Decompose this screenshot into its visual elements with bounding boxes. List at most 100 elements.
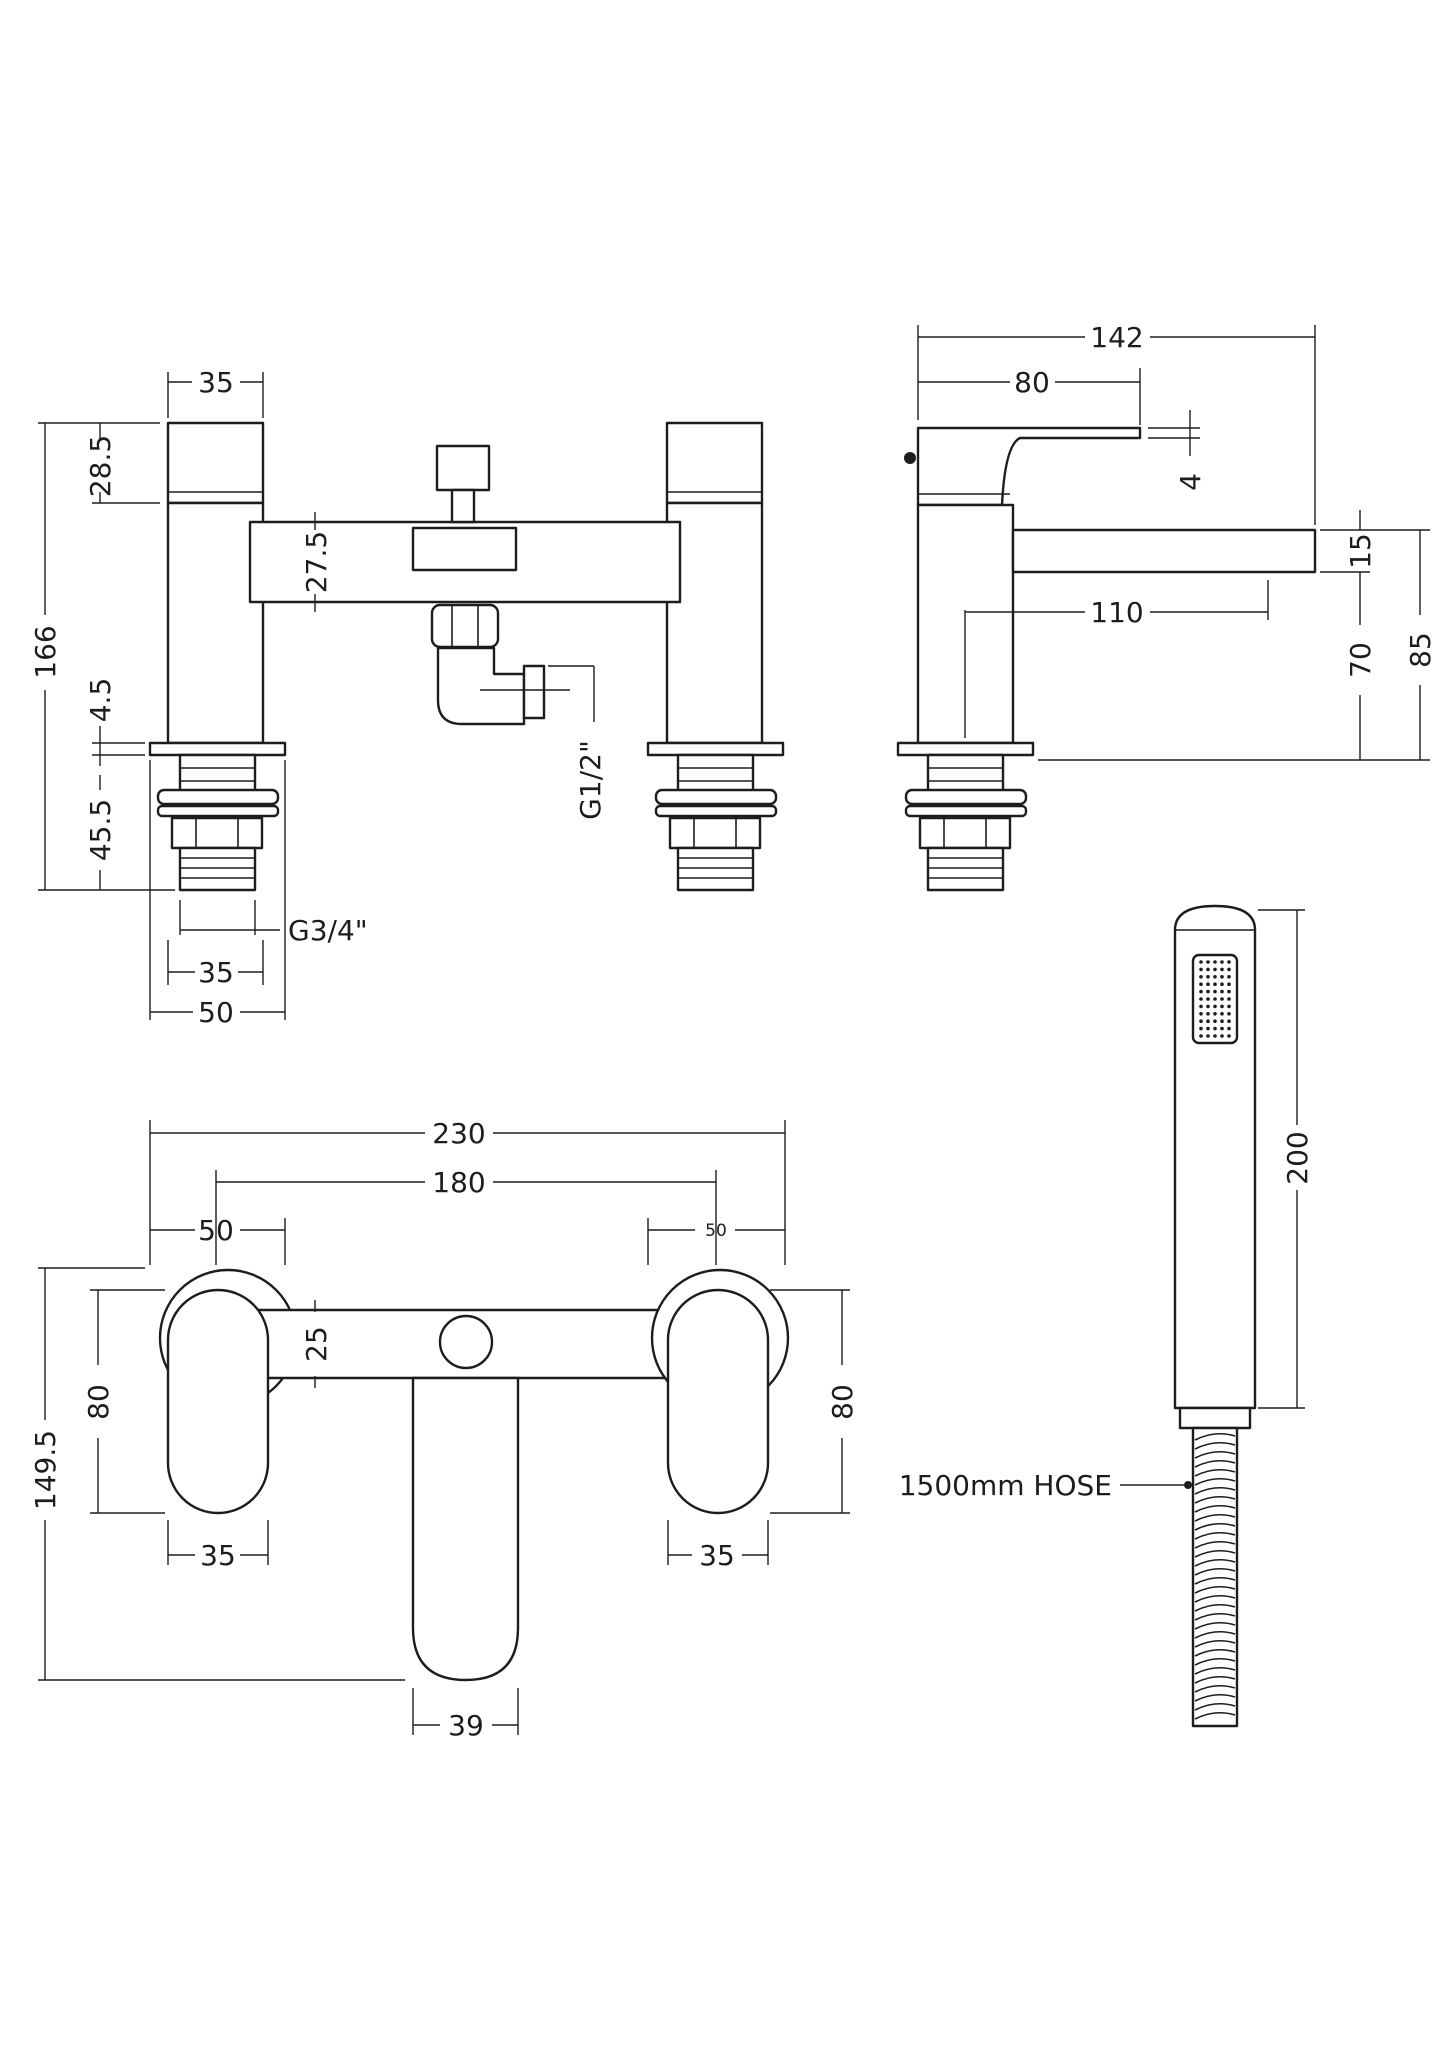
nozzle-dot [1206, 1012, 1210, 1016]
nozzle-dot [1206, 982, 1210, 986]
nozzle-dot [1227, 960, 1231, 964]
nozzle-dot [1227, 1026, 1231, 1031]
label-outlet-thread: G1/2" [574, 740, 607, 820]
nozzle-dot [1199, 975, 1203, 979]
side-elevation: 142 80 4 15 110 70 85 [896, 321, 1437, 892]
dim-plan-overall-depth: 149.5 [29, 1430, 62, 1510]
dim-side-handle-length: 80 [1014, 366, 1050, 399]
nozzle-dot [1220, 989, 1224, 994]
hose-coil [1194, 1594, 1236, 1603]
dim-side-overall-depth: 142 [1090, 321, 1143, 354]
nozzle-dot [1220, 982, 1224, 986]
nozzle-dot [1220, 1019, 1224, 1023]
dim-front-tail-width: 35 [198, 956, 234, 989]
hose-coil [1194, 1567, 1236, 1576]
dim-plan-right-handle-depth: 80 [826, 1384, 859, 1420]
nozzle-dot [1213, 1034, 1217, 1038]
label-inlet-thread: G3/4" [288, 914, 368, 947]
nozzle-dot [1220, 960, 1224, 964]
hose-coil [1194, 1585, 1236, 1594]
dim-plan-left-handle-depth: 80 [82, 1384, 115, 1420]
right-backnut [668, 816, 762, 850]
left-backnut [170, 816, 264, 850]
hose-coil [1194, 1522, 1236, 1531]
handset-collar [1178, 1406, 1252, 1430]
hose-coil [1194, 1657, 1236, 1666]
dim-plan-overall-width: 230 [432, 1117, 485, 1150]
dim-plan-right-handle-width: 50 [705, 1221, 727, 1241]
dim-plan-bridge-depth: 25 [300, 1326, 333, 1362]
spout-plan [411, 1376, 520, 1682]
nozzle-dot [1213, 1019, 1217, 1023]
hose-coil [1194, 1504, 1236, 1513]
nozzle-dot [1213, 997, 1217, 1001]
diverter-stem [450, 488, 476, 524]
nozzle-dot [1227, 967, 1231, 972]
label-hose-length: 1500mm HOSE [899, 1469, 1112, 1502]
nozzle-dot [1220, 1012, 1224, 1016]
dim-plan-right-lever-width: 35 [699, 1539, 735, 1572]
hose-coil [1194, 1441, 1236, 1450]
hose-coil [1194, 1693, 1236, 1702]
nozzle-dot [1206, 1019, 1210, 1023]
left-handle-cap [166, 421, 265, 505]
dim-plan-left-handle-width: 50 [198, 1214, 234, 1247]
plan-view: 230 180 50 50 25 80 80 [29, 1117, 859, 1742]
right-lever [666, 1288, 770, 1515]
shower-handset: 200 1500mm HOSE [899, 904, 1314, 1728]
dim-side-spout-reach: 110 [1090, 596, 1143, 629]
nozzle-dot [1199, 1019, 1203, 1023]
hose-coil [1194, 1711, 1236, 1720]
hose-coil [1194, 1540, 1236, 1549]
hose-coil [1194, 1639, 1236, 1648]
hose-coil [1194, 1630, 1236, 1639]
nozzle-dot [1227, 989, 1231, 994]
hose-coils [1194, 1432, 1236, 1720]
hose-coil [1194, 1666, 1236, 1675]
nozzle-dot [1220, 975, 1224, 979]
right-pillar [665, 501, 764, 745]
nozzle-dot [1227, 1004, 1231, 1009]
dim-front-overall-height: 166 [29, 625, 62, 678]
nozzle-dot [1199, 1004, 1203, 1009]
side-spout [1011, 528, 1317, 574]
hose-coil [1194, 1486, 1236, 1495]
dim-front-body-height: 27.5 [300, 531, 333, 593]
dim-side-handle-gap: 4 [1174, 473, 1207, 491]
dim-side-spout-thickness: 15 [1344, 533, 1377, 569]
diverter-knob [435, 444, 491, 492]
nozzle-dot [1213, 1012, 1217, 1016]
nozzle-dot [1227, 1012, 1231, 1016]
hose-coil [1194, 1531, 1236, 1540]
nozzle-dot [1227, 1034, 1231, 1038]
hose-coil [1194, 1450, 1236, 1459]
hose-coil [1194, 1603, 1236, 1612]
nozzle-dot [1213, 960, 1217, 964]
nozzle-dot [1206, 1034, 1210, 1038]
nozzle-dot [1199, 1012, 1203, 1016]
dim-front-width-top: 35 [198, 366, 234, 399]
nozzle-dot [1213, 1004, 1217, 1009]
dim-front-base-width: 50 [198, 996, 234, 1029]
hose-coil [1194, 1459, 1236, 1468]
hose-coil [1194, 1513, 1236, 1522]
nozzle-dot [1199, 1026, 1203, 1031]
right-tail [676, 846, 755, 892]
hose-coil [1194, 1549, 1236, 1558]
nozzle-dot [1199, 960, 1203, 964]
nozzle-dot [1199, 1034, 1203, 1038]
front-elevation: 35 166 28.5 27.5 4.5 45.5 G1/2" G3/ [29, 366, 785, 1029]
right-handle-cap [665, 421, 764, 505]
outlet-elbow [436, 646, 526, 726]
hose-coil [1194, 1576, 1236, 1585]
diverter-plan [438, 1314, 494, 1370]
nozzle-dot [1213, 967, 1217, 972]
left-tail [178, 846, 257, 892]
nozzle-dot [1220, 967, 1224, 972]
nozzle-dot [1220, 997, 1224, 1001]
dim-plan-centres: 180 [432, 1166, 485, 1199]
hose-coil [1194, 1648, 1236, 1657]
nozzle-dot [1206, 1026, 1210, 1031]
hose-coil [1194, 1495, 1236, 1504]
